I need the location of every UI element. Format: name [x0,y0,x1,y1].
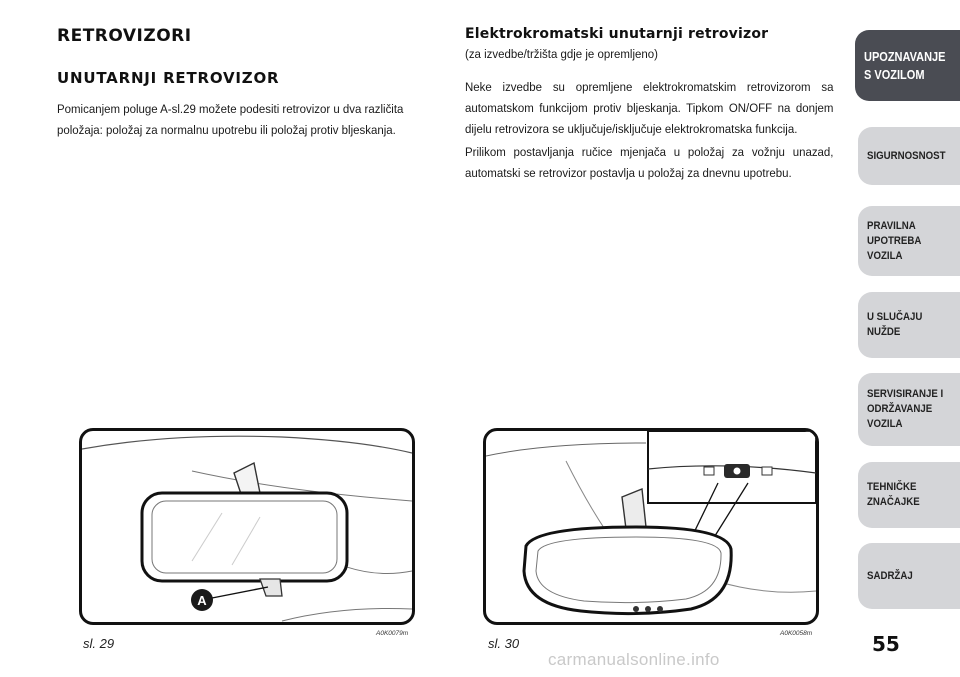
tab-sigurnosnost[interactable]: SIGURNOSNOST [858,127,960,185]
tab-pravilna-upotreba[interactable]: PRAVILNA UPOTREBA VOZILA [858,206,960,276]
tab-sadrzaj[interactable]: SADRŽAJ [858,543,960,609]
tab-u-slucaju-nuzde[interactable]: U SLUČAJU NUŽDE [858,292,960,358]
equipment-note: (za izvedbe/tržišta gdje je opremljeno) [465,47,658,61]
electrochromic-title: Elektrokromatski unutarnji retrovizor [465,26,769,42]
tab-servisiranje[interactable]: SERVISIRANJE I ODRŽAVANJE VOZILA [858,373,960,446]
right-paragraph-2: Prilikom postavljanja ručice mjenjača u … [465,145,834,180]
figure-30-electrochromic-mirror [483,428,819,625]
callout-a-marker [191,589,213,611]
subsection-title: UNUTARNJI RETROVIZOR [57,69,280,87]
figure-29-caption: sl. 29 [83,636,115,651]
left-paragraph: Pomicanjem poluge A-sl.29 možete podesit… [57,102,404,137]
interior-mirror-illustration: A [82,435,412,622]
callout-a-label: A [197,593,207,608]
figure-30-code: A0K0058m [780,630,813,637]
right-paragraph-1: Neke izvedbe su opremljene elektrokromat… [465,80,834,136]
section-title: RETROVIZORI [57,26,192,46]
page-number: 55 [872,632,900,656]
chapter-sidebar: UPOZNAVANJE S VOZILOM SIGURNOSNOST PRAVI… [855,0,960,677]
figure-29-interior-mirror: A [79,428,415,625]
tab-tehnicke-znacajke[interactable]: TEHNIČKE ZNAČAJKE [858,462,960,528]
figure-30-caption: sl. 30 [488,636,520,651]
tab-upoznavanje[interactable]: UPOZNAVANJE S VOZILOM [855,30,960,101]
watermark: carmanualsonline.info [548,650,720,669]
figure-29-code: A0K0079m [376,630,409,637]
electrochromic-mirror-illustration [486,431,816,616]
